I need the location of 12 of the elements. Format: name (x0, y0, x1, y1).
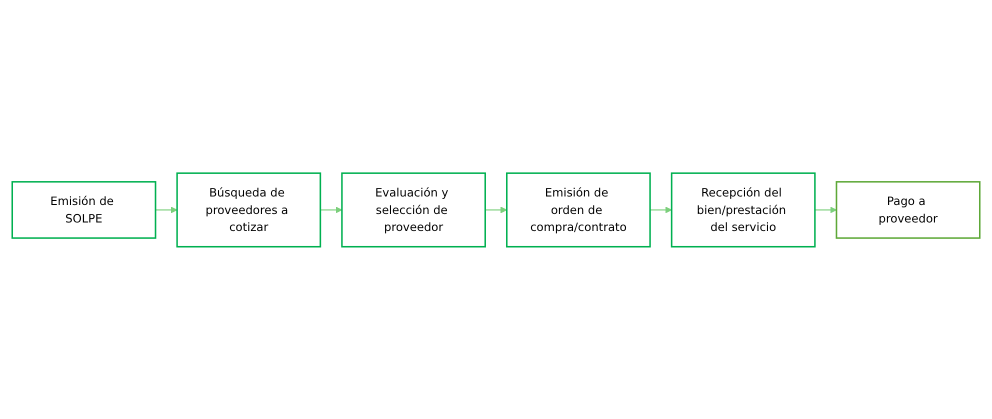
arrow (320, 206, 342, 213)
node-box (341, 172, 486, 248)
arrow (650, 206, 672, 213)
node-box (670, 172, 816, 248)
node-box (11, 180, 156, 238)
node-box (176, 172, 322, 248)
flowchart-drawing: Emisión de SOLPE Búsqueda de proveedores a cotizar Evaluación y selección de proveedor Emisión de orden de compra/contrato Recepción del bien/prestación del servicio Pago a proveedor (6, 166, 986, 252)
arrow (156, 206, 178, 213)
node-box (836, 180, 981, 238)
node-box (506, 172, 651, 248)
arrow (814, 206, 837, 213)
arrow (485, 206, 508, 213)
